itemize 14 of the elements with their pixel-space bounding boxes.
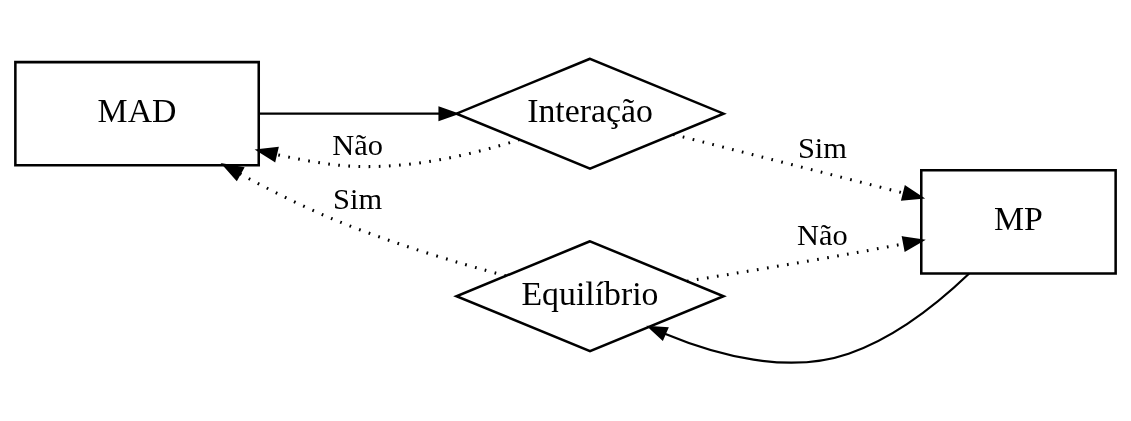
node-box: MP	[920, 168, 1117, 275]
edge-label: Sim	[333, 181, 383, 216]
arrow	[672, 132, 926, 201]
arrow	[254, 137, 520, 168]
edge-label: Não	[332, 127, 383, 162]
arrow	[686, 235, 926, 283]
arrow	[259, 105, 460, 121]
edge-label: Sim	[797, 130, 847, 165]
arrow	[220, 162, 507, 277]
node-diamond: Equilíbrio	[453, 239, 727, 353]
node-box: MAD	[14, 60, 260, 166]
arrow	[646, 272, 970, 364]
node-diamond: Interação	[453, 56, 727, 170]
edge-label: Não	[797, 217, 848, 252]
